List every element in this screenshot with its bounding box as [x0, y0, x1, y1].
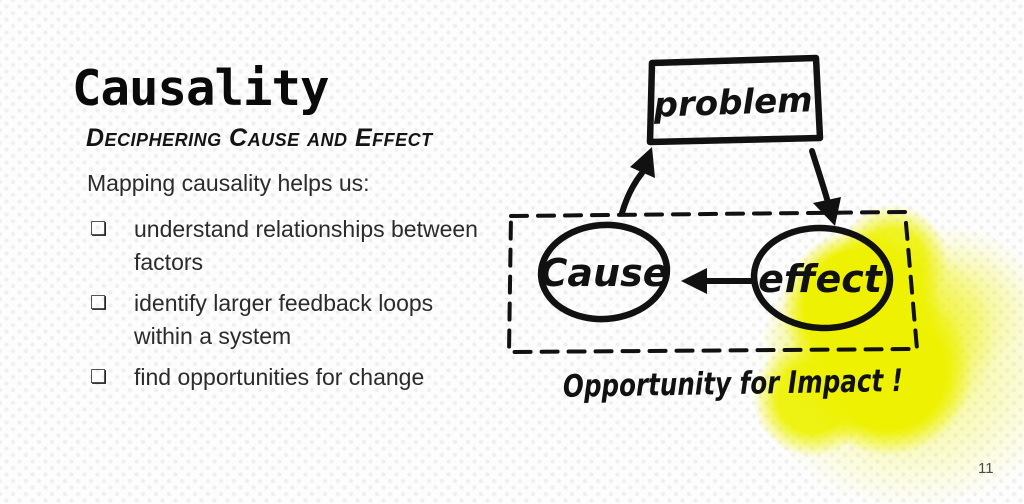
slide-subtitle: Deciphering Cause and Effect — [86, 124, 433, 152]
problem-label: problem — [652, 80, 813, 126]
effect-label: effect — [758, 257, 884, 301]
bullet-text: find opportunities for change — [134, 364, 425, 390]
bullet-list: ❏ understand relationships between facto… — [90, 213, 520, 402]
cause-label: Cause — [540, 251, 669, 295]
bullet-text: understand relationships between factors — [134, 216, 478, 275]
page-number: 11 — [978, 460, 994, 477]
cause-circle — [537, 221, 671, 323]
list-item: ❏ identify larger feedback loops within … — [90, 287, 520, 353]
arrow-up-icon — [619, 147, 655, 216]
checkbox-bullet-icon: ❏ — [90, 366, 108, 388]
slide-title: Causality — [72, 60, 330, 117]
arrow-down-icon — [809, 148, 841, 226]
list-item: ❏ find opportunities for change — [90, 361, 520, 394]
bullet-text: identify larger feedback loops within a … — [134, 290, 434, 349]
effect-circle — [750, 224, 894, 332]
problem-box — [646, 54, 824, 146]
opportunity-dashed-box — [507, 210, 919, 354]
checkbox-bullet-icon: ❏ — [90, 292, 108, 314]
intro-text: Mapping causality helps us: — [87, 170, 370, 196]
checkbox-bullet-icon: ❏ — [90, 218, 108, 240]
arrow-left-icon — [681, 268, 757, 294]
diagram-caption: Opportunity for Impact ! — [563, 363, 904, 405]
list-item: ❏ understand relationships between facto… — [90, 213, 520, 279]
